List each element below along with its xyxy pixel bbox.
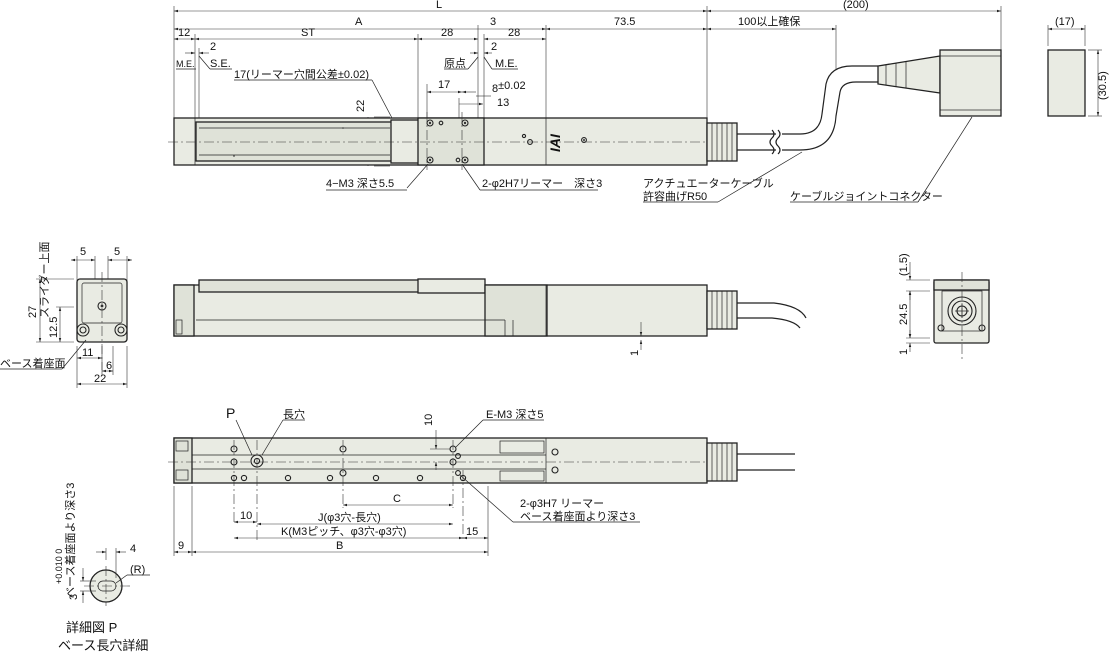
dim-1-5: (1.5) xyxy=(898,253,910,276)
dim-C: C xyxy=(393,493,401,505)
dim-2-a: 2 xyxy=(210,41,216,53)
dim-22: 22 xyxy=(355,100,367,112)
dim-28-a: 28 xyxy=(441,27,453,39)
dim-ST: ST xyxy=(301,27,315,39)
dim-17: 17 xyxy=(438,79,450,91)
brand-logo: IAI xyxy=(547,133,563,152)
dim-1-side: 1 xyxy=(629,350,641,356)
dim-30-5: (30.5) xyxy=(1097,71,1109,100)
dim-12: 12 xyxy=(178,27,190,39)
dim-15: 15 xyxy=(466,526,478,538)
label-me-left: M.E. xyxy=(176,59,195,69)
detail-dia-tol: +0.010 0 xyxy=(54,549,64,584)
note-reamer-3: 2-φ3H7 リーマー xyxy=(520,498,604,510)
detail-4: 4 xyxy=(130,543,136,555)
dim-11: 11 xyxy=(82,347,93,359)
cable-joint-connector xyxy=(877,49,1002,117)
dim-9: 9 xyxy=(178,540,184,552)
detail-R: (R) xyxy=(130,564,145,576)
detail-depth: ベース着座面より深さ3 xyxy=(63,483,77,598)
cable-boot-top xyxy=(706,122,738,162)
dim-A: A xyxy=(355,16,363,28)
left-end-view: 5 5 27 スライダー上面 12.5 ベース着座面 11 6 22 xyxy=(0,241,132,388)
note-connector: ケーブルジョイントコネクター xyxy=(790,189,943,203)
dim-5-a: 5 xyxy=(80,246,86,258)
label-se: S.E. xyxy=(210,58,231,70)
bottom-view: P 長穴 10 E-M3 深さ5 C 2-φ3H7 リーマー ベース着座面より深… xyxy=(168,405,795,556)
dim-100-min: 100以上確保 xyxy=(738,14,800,28)
dim-K: K(M3ピッチ、φ3穴-φ3穴) xyxy=(281,524,406,538)
right-end-view: (1.5) 24.5 1 xyxy=(898,253,990,360)
label-me-right: M.E. xyxy=(495,58,518,70)
side-view: 1 xyxy=(173,278,807,356)
dim-L: L xyxy=(436,0,442,11)
dim-6: 6 xyxy=(106,360,112,372)
label-P: P xyxy=(226,405,235,421)
dim-10: 10 xyxy=(240,510,252,522)
label-slot: 長穴 xyxy=(283,407,305,421)
note-2-reamer: 2-φ2H7リーマー 深さ3 xyxy=(482,177,602,190)
dim-200: (200) xyxy=(843,0,869,11)
dim-5-b: 5 xyxy=(114,246,120,258)
detail-subtitle: ベース長穴詳細 xyxy=(58,638,148,653)
dim-J: J(φ3穴-長穴) xyxy=(318,510,381,524)
dim-27: 27 xyxy=(27,306,39,318)
dim-1-right: 1 xyxy=(898,349,910,355)
connector-end-view xyxy=(1047,49,1086,117)
dim-3: 3 xyxy=(490,16,496,28)
dim-24-5: 24.5 xyxy=(898,304,910,325)
dim-B: B xyxy=(336,540,343,552)
note-e-m3: E-M3 深さ5 xyxy=(486,408,543,421)
note-4-m3: 4−M3 深さ5.5 xyxy=(326,177,394,190)
dim-12-5: 12.5 xyxy=(48,317,60,338)
dim-10-vertical: 10 xyxy=(423,414,435,426)
note-cable-1: アクチュエーターケーブル xyxy=(643,176,774,190)
note-17-reamer-tolerance: 17(リーマー穴間公差±0.02) xyxy=(234,67,369,81)
dim-8: 8±0.02 xyxy=(492,80,526,95)
dim-28-b: 28 xyxy=(508,27,520,39)
label-base-face: ベース着座面 xyxy=(0,356,65,370)
label-origin: 原点 xyxy=(444,57,466,70)
note-reamer-depth: ベース着座面より深さ3 xyxy=(520,509,635,523)
actuator-cable xyxy=(782,65,878,151)
dim-13: 13 xyxy=(497,97,509,109)
dim-2-b: 2 xyxy=(491,41,497,53)
dim-17-connector: (17) xyxy=(1055,16,1075,28)
note-cable-2: 許容曲げR50 xyxy=(643,189,707,203)
label-slider-top: スライダー上面 xyxy=(37,241,51,318)
top-view: L (200) A 3 73.5 100以上確保 12 ST 28 28 2 2… xyxy=(168,0,1109,203)
detail-dia: 3 xyxy=(68,594,80,600)
detail-p: 3 +0.010 0 ベース着座面より深さ3 4 (R) 詳細図 P ベース長穴… xyxy=(54,483,150,653)
dim-73-5: 73.5 xyxy=(614,16,635,28)
dim-22-end: 22 xyxy=(94,373,106,385)
detail-title: 詳細図 P xyxy=(66,620,117,635)
